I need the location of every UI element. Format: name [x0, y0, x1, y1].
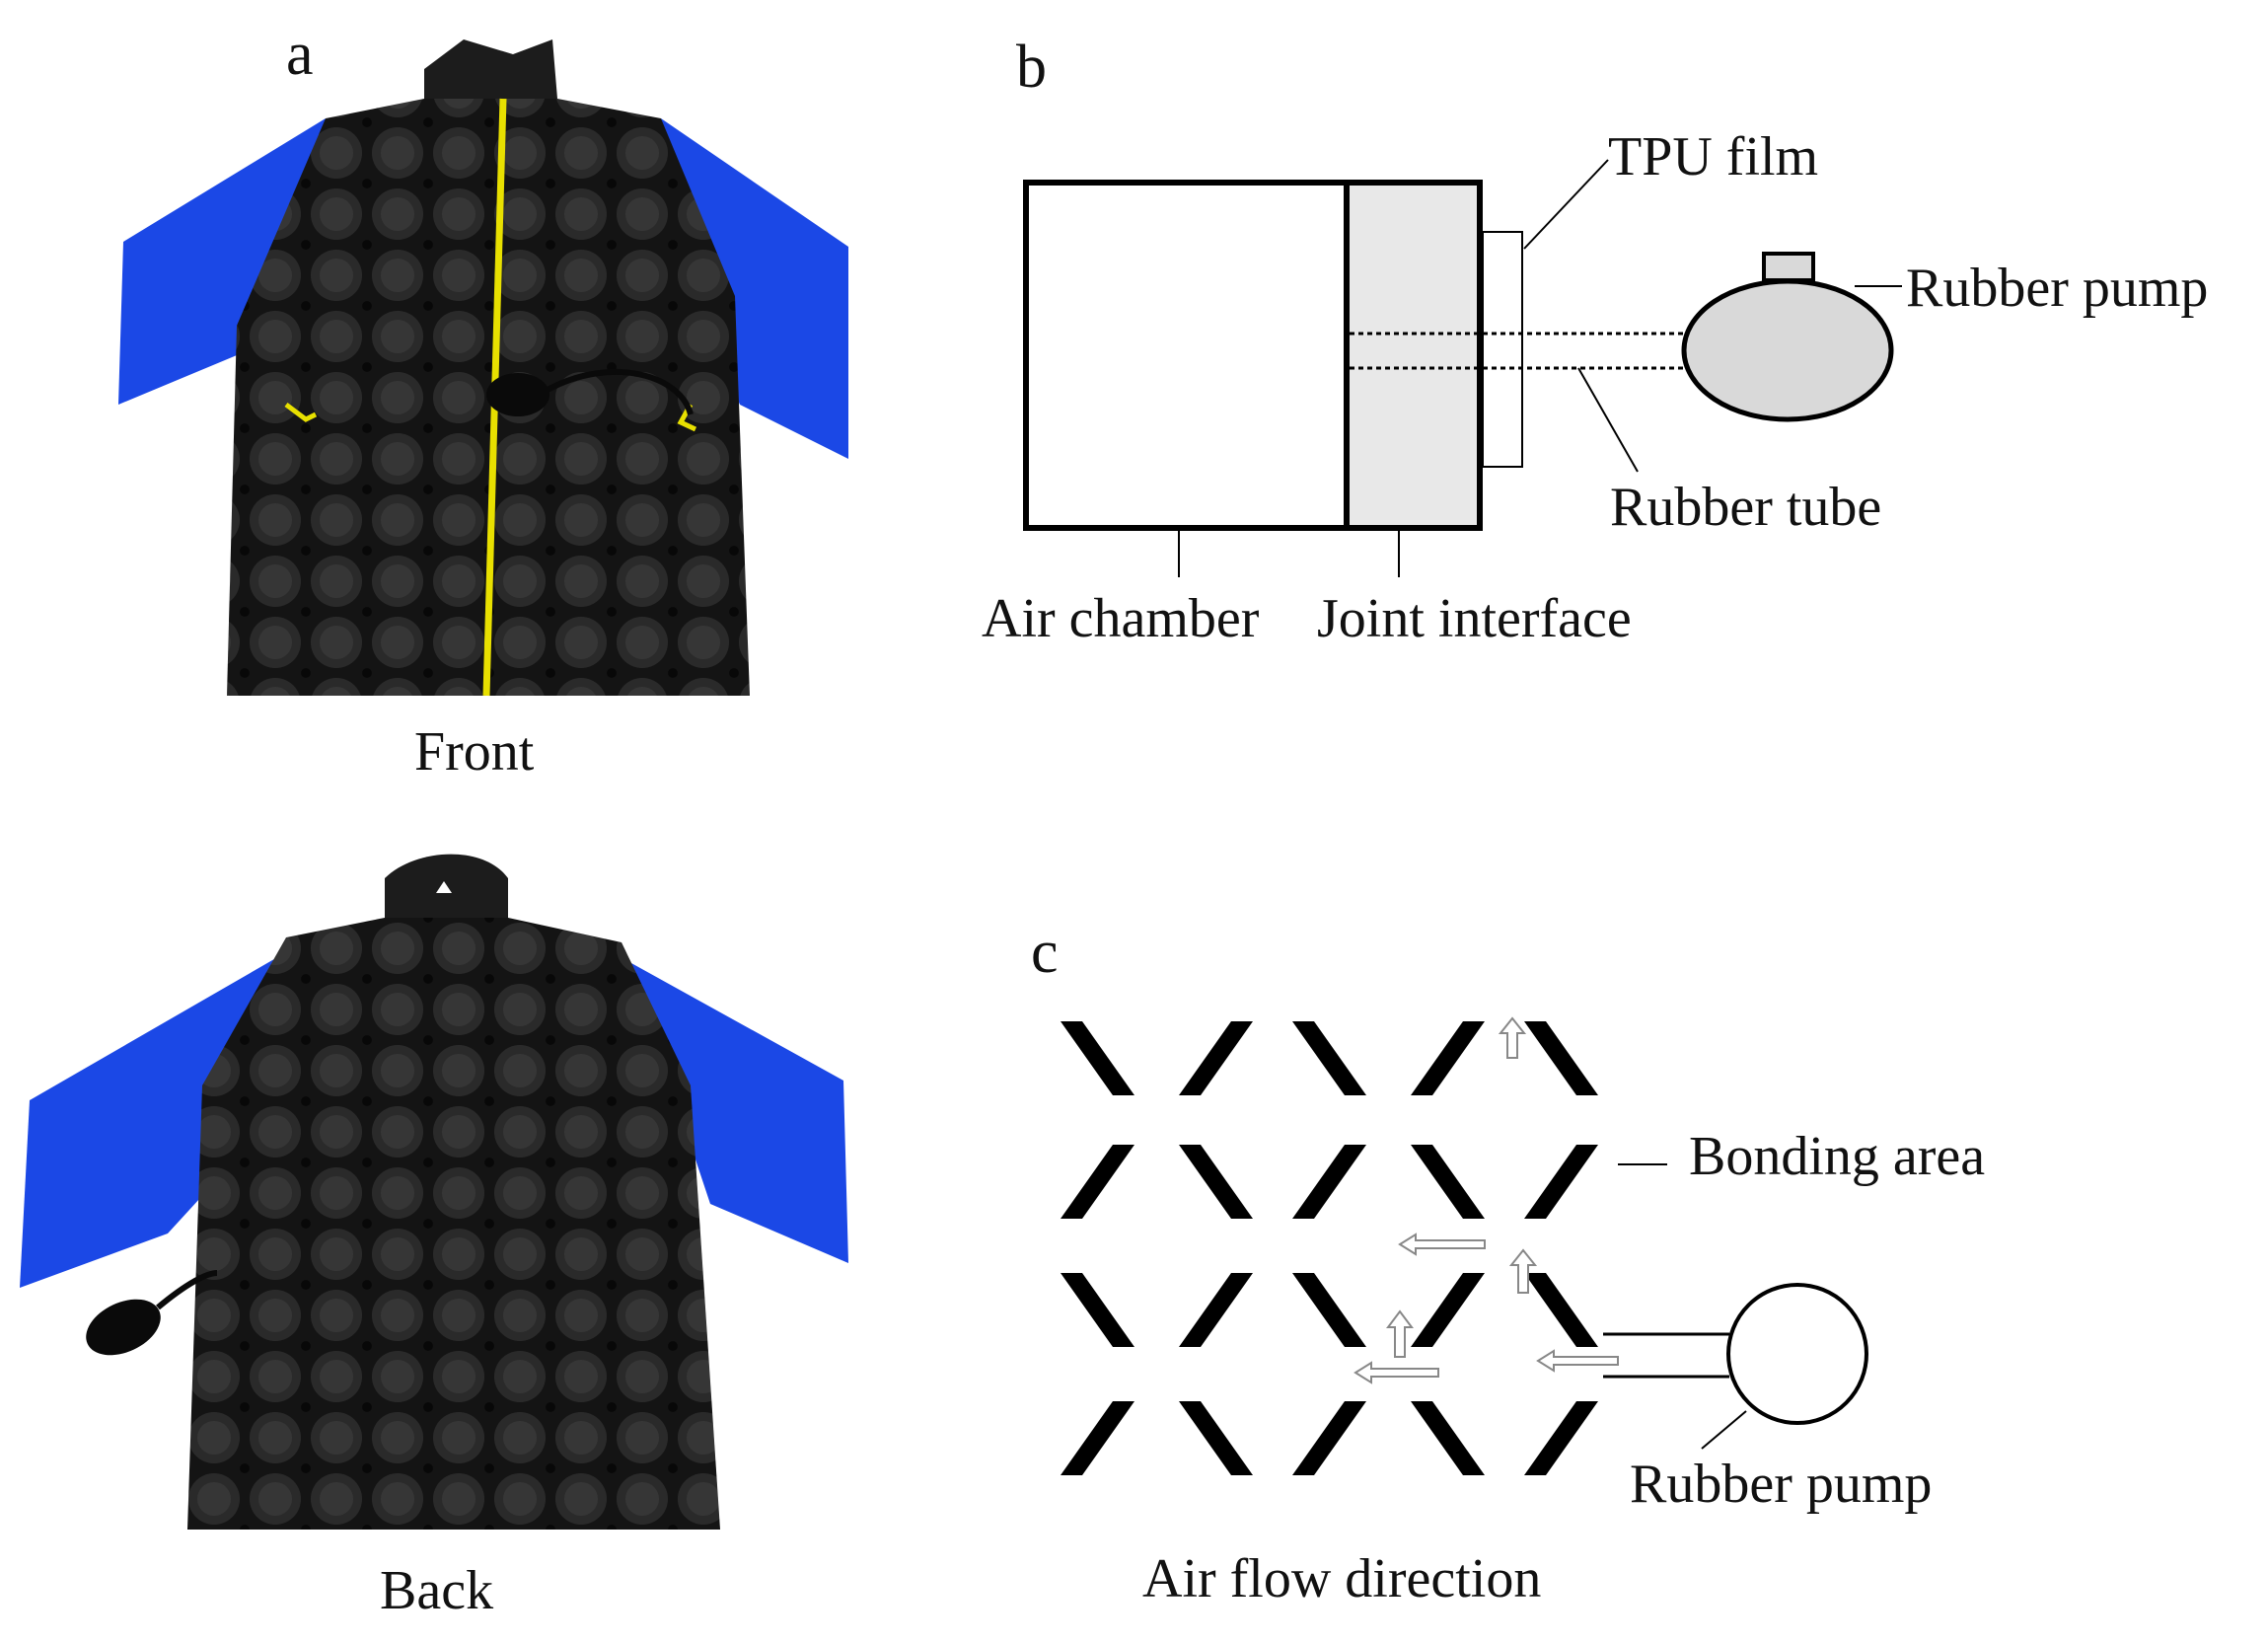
rubber-pump-cap	[1762, 252, 1815, 282]
bonding-strip	[1179, 1021, 1253, 1095]
jacket-body-back	[187, 918, 720, 1530]
bonding-strip	[1411, 1273, 1485, 1347]
bonding-strip	[1411, 1401, 1485, 1475]
bonding-strip	[1061, 1145, 1134, 1219]
pump-bulb-front	[486, 373, 549, 416]
flow-arrow-up-2	[1508, 1248, 1538, 1294]
flow-arrow-left-3	[1536, 1349, 1619, 1373]
front-caption: Front	[414, 721, 535, 783]
air-chamber-label: Air chamber	[982, 588, 1260, 649]
pump-bulb-back	[86, 1299, 161, 1356]
panel-b-letter: b	[1016, 34, 1047, 101]
left-sleeve-back	[20, 952, 286, 1288]
flow-arrow-left-2	[1353, 1361, 1439, 1384]
bonding-strip	[1292, 1273, 1366, 1347]
panel-c-letter: c	[1031, 919, 1059, 986]
pump-hose-front	[546, 368, 694, 415]
bonding-strip	[1061, 1021, 1134, 1095]
flow-arrow-up-1	[1498, 1016, 1527, 1059]
jacket-back-photo	[20, 854, 848, 1530]
tpu-film	[1482, 231, 1523, 468]
joint-interface	[1344, 180, 1483, 531]
bonding-strip	[1061, 1273, 1134, 1347]
bonding-grid	[1061, 1021, 1598, 1475]
bonding-strip	[1179, 1145, 1253, 1219]
bonding-strip	[1061, 1401, 1134, 1475]
flow-arrow-left-1	[1398, 1233, 1486, 1256]
jacket-front-photo	[118, 39, 848, 697]
panel-b: b TPU film Rubber pump Rubber tube Air c…	[982, 34, 2208, 649]
bonding-strip	[1292, 1401, 1366, 1475]
pocket-left	[284, 403, 318, 422]
collar	[424, 39, 557, 104]
rubber-pump-bulb	[1681, 278, 1894, 422]
panel-a-letter: a	[286, 21, 314, 88]
right-sleeve	[661, 118, 848, 459]
air-flow-arrows	[1353, 1016, 1619, 1384]
panel-c: c Bonding area Rubber pump Air flow dire…	[1031, 919, 1985, 1609]
rubber-pump-leader-c	[1701, 1410, 1747, 1450]
rubber-tube-label: Rubber tube	[1610, 477, 1881, 538]
bonding-strip	[1524, 1273, 1598, 1347]
logo-mark	[436, 881, 452, 893]
bonding-strip	[1292, 1021, 1366, 1095]
bonding-strip	[1524, 1021, 1598, 1095]
air-chamber	[1023, 180, 1350, 531]
rubber-pump-circle	[1726, 1283, 1868, 1425]
bonding-strip	[1411, 1145, 1485, 1219]
bonding-strip	[1179, 1273, 1253, 1347]
air-flow-direction-label: Air flow direction	[1142, 1548, 1541, 1609]
tpu-film-label: TPU film	[1608, 126, 1818, 187]
right-sleeve-back	[612, 952, 848, 1263]
rubber-pump-label-c: Rubber pump	[1630, 1454, 1932, 1515]
bonding-strip	[1411, 1021, 1485, 1095]
bonding-strip	[1292, 1145, 1366, 1219]
back-caption: Back	[380, 1560, 493, 1621]
rubber-tube-leader	[1577, 367, 1639, 473]
bonding-strip	[1179, 1401, 1253, 1475]
flow-arrow-up-3	[1386, 1309, 1414, 1358]
pump-hose-back	[156, 1270, 218, 1310]
tpu-film-leader	[1523, 159, 1609, 250]
bonding-strip	[1524, 1145, 1598, 1219]
panel-a: a Front Back	[20, 21, 848, 1621]
left-sleeve	[118, 118, 326, 405]
bonding-area-label: Bonding area	[1689, 1126, 1985, 1187]
rubber-pump-label-b: Rubber pump	[1906, 258, 2208, 319]
joint-interface-label: Joint interface	[1317, 588, 1632, 649]
bonding-strip	[1524, 1401, 1598, 1475]
